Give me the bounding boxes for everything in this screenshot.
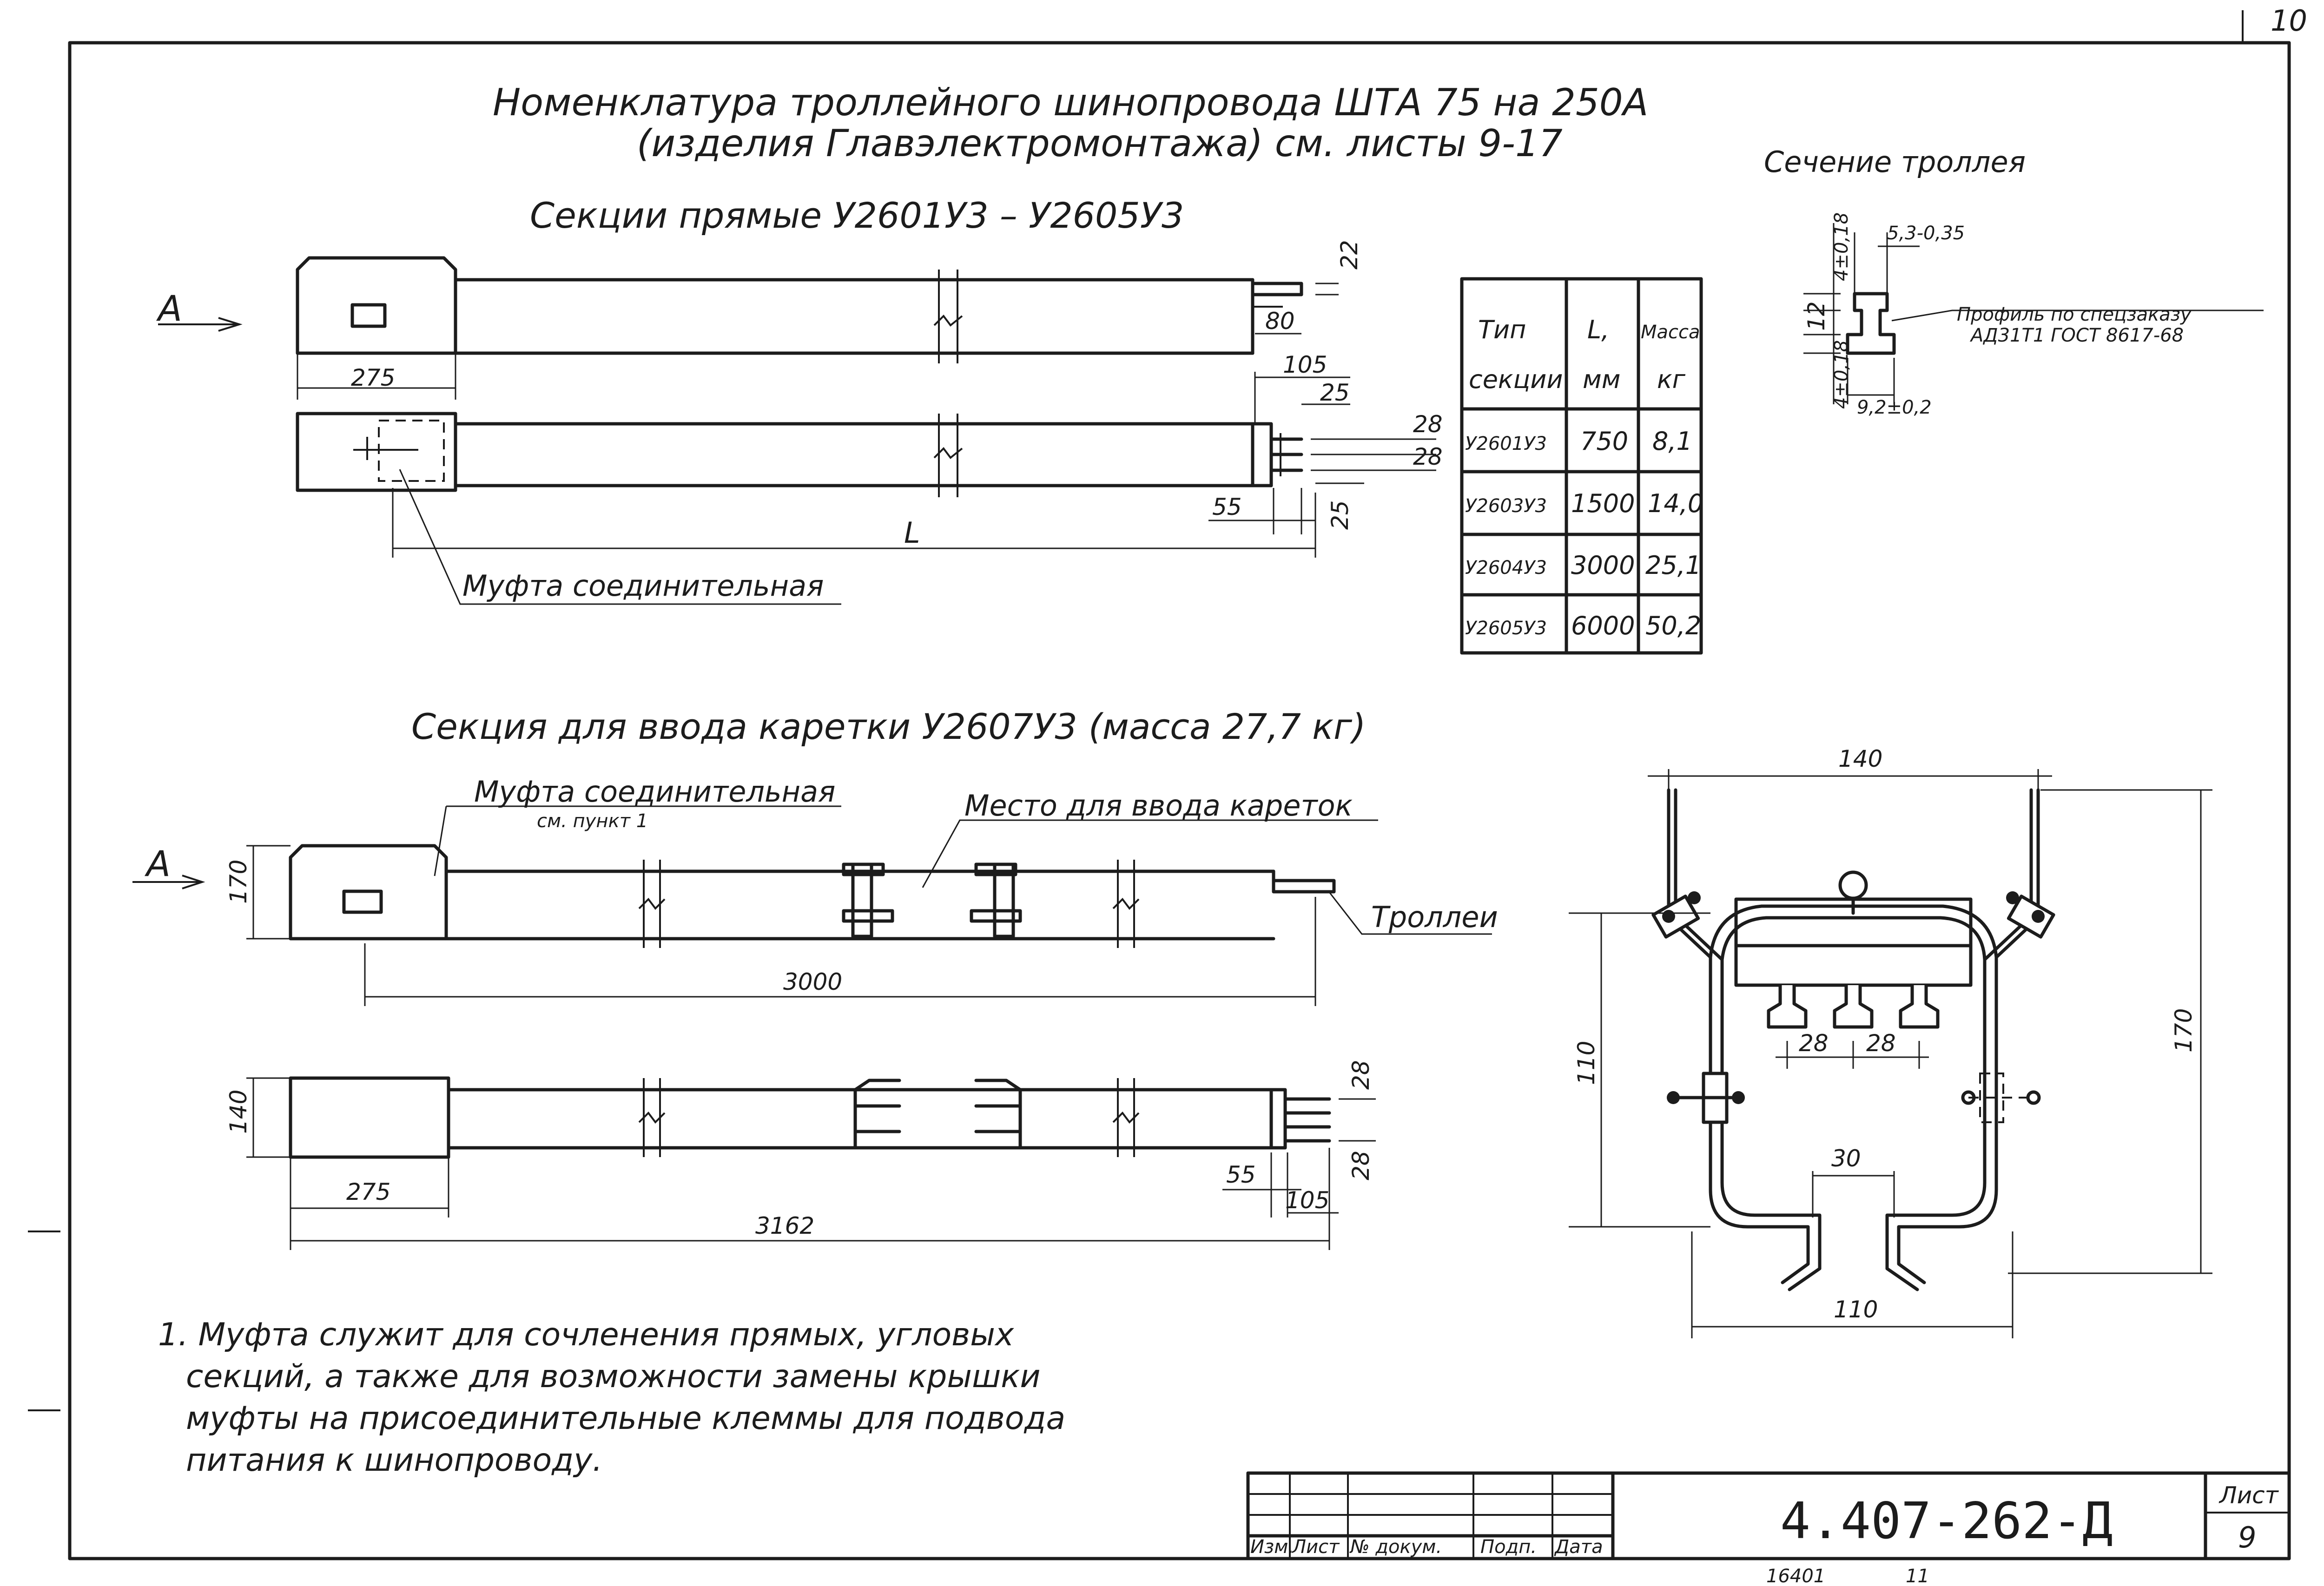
trolley-profile <box>1803 223 2264 404</box>
note-line-3: муфты на присоединительные клеммы для по… <box>186 1400 1065 1437</box>
title-block-col-date: Дата <box>1554 1536 1603 1558</box>
trolley-profile-label: Профиль по спецзаказу <box>1957 304 2192 325</box>
cross-dim-top: 140 <box>1838 745 1882 772</box>
trolley-dim-lower: 4±0,18 <box>1831 340 1852 409</box>
carriage-coupling-ref: см. пункт 1 <box>537 810 648 832</box>
trolley-material-label: АД31Т1 ГОСТ 8617-68 <box>1969 325 2184 346</box>
dim-55-bottom: 55 <box>1226 1161 1256 1188</box>
title-block <box>1246 1471 2291 1560</box>
table-cell-mass: 25,1 <box>1645 551 1701 580</box>
title-block-col-revision: Изм. <box>1250 1536 1294 1558</box>
carriage-coupling-label: Муфта соединительная <box>474 775 835 809</box>
dim-25-bottom: 25 <box>1327 500 1353 530</box>
dim-3162: 3162 <box>755 1212 814 1239</box>
straight-section-side-view <box>296 412 1303 497</box>
table-cell-length: 1500 <box>1571 489 1635 518</box>
title-block-col-sheet: Лист <box>1291 1536 1340 1558</box>
sheet-number: 9 <box>2238 1520 2256 1554</box>
dim-28-top-view-a: 28 <box>1347 1060 1374 1090</box>
straight-section-top-view <box>296 256 1303 363</box>
table-cell-type: У2604У3 <box>1465 557 1547 579</box>
table-cell-length: 3000 <box>1571 551 1635 580</box>
table-header-type-1: Тип <box>1478 315 1526 344</box>
table-header-type-2: секции <box>1469 365 1563 394</box>
cross-dim-right: 170 <box>2170 1008 2197 1053</box>
table-cell-type: У2603У3 <box>1465 495 1547 517</box>
dim-3000: 3000 <box>783 968 842 995</box>
carriage-section-side-view <box>289 844 1336 948</box>
dim-275-bottom: 275 <box>346 1178 390 1205</box>
note-line-4: питания к шинопроводу. <box>186 1442 602 1479</box>
note-line-2: секций, а также для возможности замены к… <box>186 1358 1041 1395</box>
title-line-1: Номенклатура троллейного шинопровода ШТА… <box>493 81 1648 124</box>
trolley-dim-upper: 4±0,18 <box>1831 212 1852 281</box>
table-cell-mass: 14,0 <box>1648 489 1703 518</box>
table-header-mass-1: Масса <box>1641 322 1700 343</box>
dim-140-left: 140 <box>225 1090 252 1134</box>
table-cell-length: 6000 <box>1571 611 1635 640</box>
sheet-label: Лист <box>2218 1482 2279 1509</box>
table-cell-mass: 50,2 <box>1645 611 1701 640</box>
cross-dim-pitch-1: 28 <box>1799 1030 1829 1057</box>
dim-170-left: 170 <box>225 860 252 904</box>
dim-28-top-view-b: 28 <box>1347 1151 1374 1180</box>
table-cell-type: У2601У3 <box>1465 433 1547 454</box>
table-cell-mass: 8,1 <box>1652 427 1692 456</box>
table-header-length-1: L, <box>1587 315 1609 344</box>
trolley-dim-bottom: 9,2±0,2 <box>1857 397 1932 418</box>
document-code: 4.407-262-Д <box>1780 1492 2113 1550</box>
title-line-2: (изделия Главэлектромонтажа) см. листы 9… <box>637 122 1563 165</box>
coupling-window <box>350 303 387 328</box>
sheet-corner-number: 10 <box>2271 4 2307 38</box>
dim-28-b: 28 <box>1413 443 1443 470</box>
trolley-leader <box>1328 892 1492 935</box>
dim-25-top: 25 <box>1320 379 1350 406</box>
archive-number: 16401 <box>1766 1566 1825 1586</box>
dim-80: 80 <box>1265 308 1295 335</box>
dim-105-bottom: 105 <box>1285 1187 1329 1214</box>
cross-dim-pitch-2: 28 <box>1866 1030 1896 1057</box>
view-a-label-bottom: А <box>144 843 171 884</box>
table-header-length-2: мм <box>1583 365 1620 394</box>
trolley-dim-top: 5,3-0,35 <box>1887 223 1965 244</box>
trolley-end <box>1251 282 1303 296</box>
title-block-col-signature: Подп. <box>1480 1536 1537 1558</box>
section-table <box>1460 277 1703 655</box>
dim-55-top: 55 <box>1212 494 1242 520</box>
table-cell-length: 750 <box>1580 427 1628 456</box>
busway-cross-section <box>1651 788 2055 1291</box>
trolley-label: Троллеи <box>1371 900 1498 934</box>
carriage-section-top-view <box>289 1076 1331 1159</box>
archive-sheet: 11 <box>1906 1566 1929 1586</box>
carriage-section-heading: Секция для ввода каретки У2607У3 (масса … <box>411 706 1366 747</box>
carriage-place-label: Место для ввода кареток <box>964 789 1353 823</box>
cross-dim-bottom: 110 <box>1834 1296 1878 1323</box>
cross-dim-slot: 30 <box>1831 1145 1861 1172</box>
cross-dim-left: 110 <box>1573 1041 1600 1085</box>
title-block-col-doc-number: № докум. <box>1349 1536 1442 1558</box>
table-header-mass-2: кг <box>1657 365 1686 394</box>
trolley-dim-height: 12 <box>1803 301 1830 331</box>
straight-sections-heading: Секции прямые У2601У3 – У2605У3 <box>530 195 1184 236</box>
dim-275-top: 275 <box>351 364 395 391</box>
dim-28-a: 28 <box>1413 411 1443 438</box>
note-line-1: 1. Муфта служит для сочленения прямых, у… <box>158 1316 1014 1353</box>
trolley-section-heading: Сечение троллея <box>1764 145 2026 179</box>
coupling-leader-top <box>399 469 841 605</box>
sheet-frame <box>68 41 2291 1560</box>
table-cell-type: У2605У3 <box>1465 618 1547 639</box>
dim-105-top: 105 <box>1283 351 1327 378</box>
dim-22: 22 <box>1336 240 1363 270</box>
coupling-label-top: Муфта соединительная <box>462 569 824 603</box>
dim-L: L <box>904 516 920 550</box>
view-a-label-top: А <box>156 288 182 329</box>
